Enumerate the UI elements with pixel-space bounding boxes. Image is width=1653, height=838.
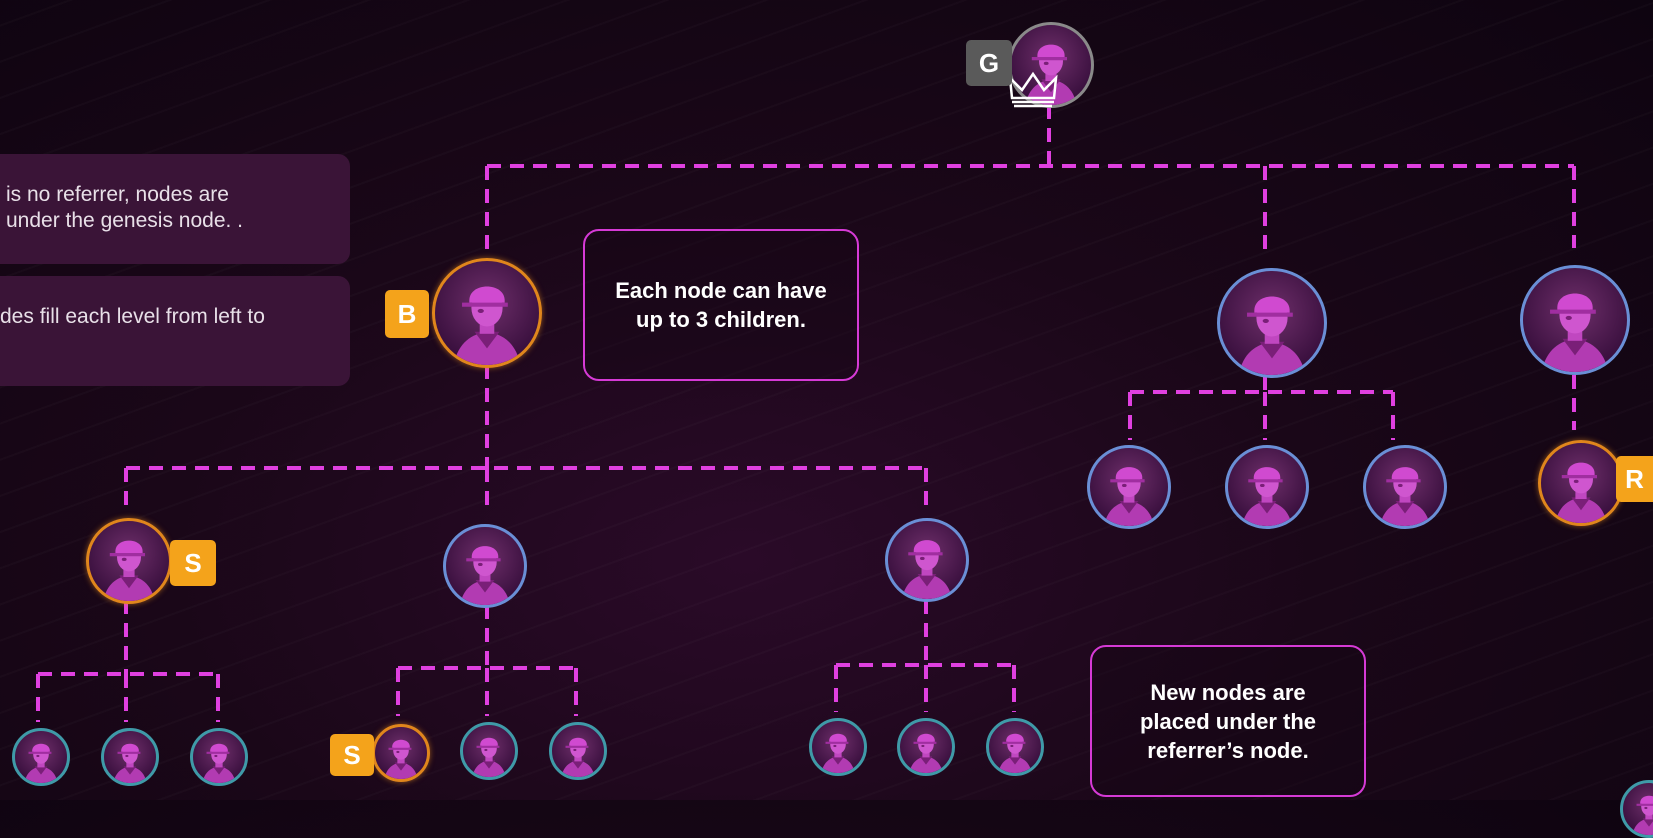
node-level2-middle[interactable]: [443, 524, 527, 608]
leaf-middle-s[interactable]: [372, 724, 430, 782]
callout-referrer-placement: New nodes are placed under the referrer’…: [1090, 645, 1366, 797]
user-cap-avatar-icon: [104, 731, 156, 783]
node-level2-right[interactable]: [885, 518, 969, 602]
user-cap-avatar-icon: [446, 527, 524, 605]
user-cap-avatar-icon: [463, 725, 515, 777]
node-b-badge: B: [385, 290, 429, 338]
genesis-node[interactable]: [1008, 22, 1094, 108]
user-cap-avatar-icon: [888, 521, 966, 599]
leaf-left-2[interactable]: [101, 728, 159, 786]
tree-connectors: [36, 105, 1576, 722]
info-box-fill-levels: des fill each level from left to: [0, 276, 350, 386]
leaf-middle-2[interactable]: [460, 722, 518, 780]
user-cap-avatar-icon: [375, 727, 427, 779]
leaf-middle-3[interactable]: [549, 722, 607, 780]
callout-three-children: Each node can have up to 3 children.: [583, 229, 859, 381]
node-level1-right[interactable]: [1520, 265, 1630, 375]
info-box-fill-levels-text: des fill each level from left to: [0, 305, 265, 328]
leaf-left-3[interactable]: [190, 728, 248, 786]
user-cap-avatar-icon: [435, 261, 539, 365]
user-cap-avatar-icon: [1220, 271, 1324, 375]
info-box-no-referrer-text: is no referrer, nodes are under the gene…: [6, 183, 244, 232]
leaf-right-1[interactable]: [809, 718, 867, 776]
user-cap-avatar-icon: [1623, 783, 1653, 835]
node-s-left[interactable]: [86, 518, 172, 604]
user-cap-avatar-icon: [89, 521, 169, 601]
user-cap-avatar-icon: [1090, 448, 1168, 526]
node-s-left-badge: S: [170, 540, 216, 586]
crown-icon: [1008, 71, 1058, 108]
node-right-cluster-3[interactable]: [1363, 445, 1447, 529]
node-right-cluster-1[interactable]: [1087, 445, 1171, 529]
user-cap-avatar-icon: [1228, 448, 1306, 526]
callout-referrer-placement-text: New nodes are placed under the referrer’…: [1139, 679, 1317, 763]
node-b[interactable]: [432, 258, 542, 368]
genesis-badge: G: [966, 40, 1012, 86]
leaf-left-1[interactable]: [12, 728, 70, 786]
user-cap-avatar-icon: [1541, 443, 1621, 523]
user-cap-avatar-icon: [1523, 268, 1627, 372]
user-cap-avatar-icon: [900, 721, 952, 773]
user-cap-avatar-icon: [552, 725, 604, 777]
leaf-right-3[interactable]: [986, 718, 1044, 776]
user-cap-avatar-icon: [989, 721, 1041, 773]
node-level1-middle[interactable]: [1217, 268, 1327, 378]
info-box-no-referrer: is no referrer, nodes are under the gene…: [0, 154, 350, 264]
user-cap-avatar-icon: [193, 731, 245, 783]
user-cap-avatar-icon: [1366, 448, 1444, 526]
user-cap-avatar-icon: [812, 721, 864, 773]
node-r-badge: R: [1616, 456, 1653, 502]
user-cap-avatar-icon: [15, 731, 67, 783]
node-right-cluster-2[interactable]: [1225, 445, 1309, 529]
leaf-right-2[interactable]: [897, 718, 955, 776]
node-r[interactable]: [1538, 440, 1624, 526]
callout-three-children-text: Each node can have up to 3 children.: [615, 278, 827, 332]
leaf-middle-s-badge: S: [330, 734, 374, 776]
